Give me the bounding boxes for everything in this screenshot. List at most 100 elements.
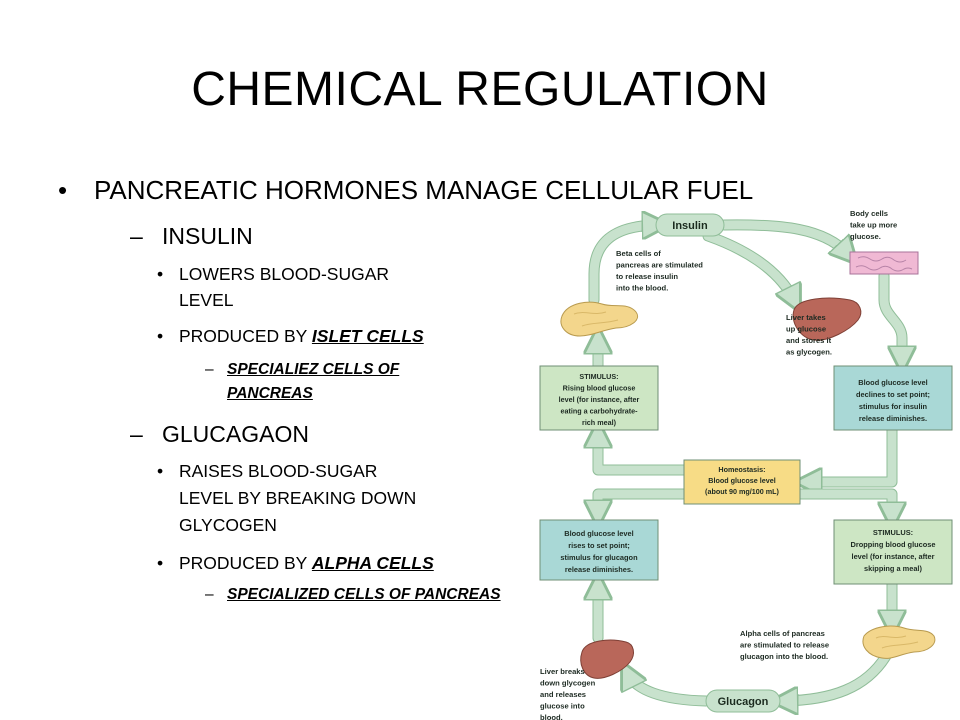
glucose-feedback-diagram: Insulin Glucagon bbox=[539, 209, 953, 720]
bullet-dot-l3: • bbox=[157, 461, 164, 481]
stimulus-rising-text: STIMULUS: Rising blood glucose level (for … bbox=[559, 372, 640, 427]
pancreas-icon bbox=[862, 625, 936, 659]
liver-breaks-text-line: glucose into bbox=[540, 702, 585, 711]
outline-l1-text: PANCREATIC HORMONES MANAGE CELLULAR FUEL bbox=[94, 175, 754, 205]
arrow-declines-to-homeo-edge bbox=[802, 424, 898, 488]
liver-breaks-text-line: Liver breaks bbox=[540, 667, 585, 676]
bullet-dot-l3: • bbox=[157, 326, 164, 346]
liver-takes-text-line: up glucose bbox=[786, 325, 826, 334]
insulin-bullet1-line2: LEVEL bbox=[179, 290, 234, 310]
arrow-pancreas-to-insulin bbox=[589, 225, 656, 305]
liver-takes-text-line: as glycogen. bbox=[786, 348, 832, 357]
beta-cells-text-line: pancreas are stimulated bbox=[616, 261, 703, 270]
glucagon-bullet1-line2: LEVEL BY BREAKING DOWN bbox=[179, 488, 417, 508]
arrow-homeo-to-rising bbox=[598, 434, 689, 475]
dash-insulin: – bbox=[130, 223, 143, 249]
insulin-label-pill: Insulin bbox=[655, 213, 725, 237]
alpha-cells-text-line: glucagon into the blood. bbox=[740, 652, 828, 661]
liver-breaks-text-line: down glycogen bbox=[540, 679, 596, 688]
alpha-cells-link[interactable]: ALPHA CELLS bbox=[311, 553, 434, 573]
bullet-dot-l1: • bbox=[58, 175, 68, 205]
glucagon-bullet1-line3: GLYCOGEN bbox=[179, 515, 277, 535]
rises-text-line: rises to set point; bbox=[568, 541, 630, 550]
diagram-text-blocks: Beta cells of pancreas are stimulated to r… bbox=[540, 209, 936, 720]
rises-text: Blood glucose level rises to set point; st… bbox=[560, 529, 638, 574]
insulin-label: Insulin bbox=[672, 220, 708, 232]
rises-box bbox=[539, 519, 659, 581]
body-cells-text-line: take up more bbox=[850, 221, 897, 230]
glucagon-bullet2-prefix: PRODUCED BY bbox=[179, 553, 312, 573]
body-cells-text: Body cells take up more glucose. bbox=[850, 209, 897, 241]
beta-cells-text-line: to release insulin bbox=[616, 272, 678, 281]
homeostasis-text-line: Homeostasis: bbox=[718, 465, 765, 474]
islet-cells-link[interactable]: ISLET CELLS bbox=[311, 326, 424, 346]
glucagon-label-pill: Glucagon bbox=[705, 689, 781, 713]
body-cells-icon bbox=[849, 251, 919, 275]
stimulus-rising-text-line: level (for instance, after bbox=[559, 395, 640, 404]
stimulus-dropping-text-line: skipping a meal) bbox=[864, 564, 922, 573]
liver-breaks-text: Liver breaks down glycogen and releases glu… bbox=[540, 667, 596, 720]
stimulus-rising-text-line: Rising blood glucose bbox=[563, 384, 636, 393]
insulin-bullet2: PRODUCED BY ISLET CELLS bbox=[179, 324, 424, 348]
arrow-glucagon-to-liver bbox=[628, 674, 711, 706]
insulin-bullet1-line1: LOWERS BLOOD-SUGAR bbox=[179, 264, 390, 284]
pancreas-icon bbox=[560, 301, 638, 337]
rises-text-line: stimulus for glucagon bbox=[560, 553, 638, 562]
bullet-dot-l3: • bbox=[157, 553, 164, 573]
stimulus-dropping-text-line: STIMULUS: bbox=[873, 528, 913, 537]
arrow-insulin-to-liver bbox=[703, 231, 794, 300]
stimulus-rising-text-line: rich meal) bbox=[582, 418, 617, 427]
rises-text-line: Blood glucose level bbox=[564, 529, 633, 538]
dash-glucagon: – bbox=[130, 421, 143, 447]
declines-text-line: Blood glucose level bbox=[858, 378, 927, 387]
liver-takes-text-line: Liver takes bbox=[786, 313, 826, 322]
declines-text-line: release diminishes. bbox=[859, 414, 927, 423]
homeostasis-box bbox=[683, 459, 801, 505]
glucagon-sub[interactable]: SPECIALIZED CELLS OF PANCREAS bbox=[227, 586, 501, 603]
arrow-homeo-to-rising-edge bbox=[592, 428, 690, 476]
glucagon-bullet1-line1: RAISES BLOOD-SUGAR bbox=[179, 461, 378, 481]
arrow-homeo-to-dropping bbox=[795, 489, 892, 516]
alpha-cells-text-line: Alpha cells of pancreas bbox=[740, 629, 825, 638]
declines-text-line: declines to set point; bbox=[856, 390, 930, 399]
liver-icon bbox=[580, 639, 634, 679]
outline-glucagon: GLUCAGAON bbox=[162, 421, 309, 447]
stimulus-rising-text-line: STIMULUS: bbox=[579, 372, 618, 381]
liver-breaks-text-line: blood. bbox=[540, 713, 563, 720]
beta-cells-text-line: Beta cells of bbox=[616, 249, 661, 258]
glucagon-label: Glucagon bbox=[718, 696, 769, 708]
insulin-sub-line2[interactable]: PANCREAS bbox=[227, 385, 313, 402]
arrow-insulin-to-body bbox=[719, 220, 848, 254]
stimulus-dropping-text: STIMULUS: Dropping blood glucose level (fo… bbox=[851, 528, 936, 573]
liver-breaks-text-line: and releases bbox=[540, 690, 586, 699]
cycle-arrows bbox=[594, 225, 902, 701]
rises-text-line: release diminishes. bbox=[565, 565, 633, 574]
stimulus-dropping-text-line: Dropping blood glucose bbox=[851, 540, 936, 549]
homeostasis-text-line: Blood glucose level bbox=[708, 476, 776, 485]
body-cells-text-line: Body cells bbox=[850, 209, 888, 218]
beta-cells-text: Beta cells of pancreas are stimulated to r… bbox=[616, 249, 703, 293]
outline-insulin: INSULIN bbox=[162, 223, 253, 249]
homeostasis-text: Homeostasis: Blood glucose level (about 90… bbox=[705, 465, 779, 496]
liver-icon bbox=[792, 297, 862, 341]
arrow-homeo-to-rises bbox=[598, 489, 689, 514]
slide-title: CHEMICAL REGULATION bbox=[191, 63, 769, 116]
insulin-bullet2-prefix: PRODUCED BY bbox=[179, 326, 312, 346]
beta-cells-text-line: into the blood. bbox=[616, 284, 668, 293]
body-cells-text-line: glucose. bbox=[850, 232, 881, 241]
declines-box bbox=[833, 365, 953, 431]
alpha-cells-text: Alpha cells of pancreas are stimulated to… bbox=[740, 629, 829, 661]
insulin-sub-line1[interactable]: SPECIALIEZ CELLS OF bbox=[227, 361, 400, 378]
declines-text: Blood glucose level declines to set point… bbox=[856, 378, 930, 423]
arrow-declines-to-homeo bbox=[808, 425, 897, 482]
stimulus-dropping-text-line: level (for instance, after bbox=[852, 552, 935, 561]
alpha-cells-text-line: are stimulated to release bbox=[740, 641, 829, 650]
homeostasis-text-line: (about 90 mg/100 mL) bbox=[705, 487, 779, 496]
arrow-pancreas-to-glucagon bbox=[784, 651, 891, 701]
declines-text-line: stimulus for insulin bbox=[859, 402, 928, 411]
stimulus-rising-text-line: eating a carbohydrate- bbox=[560, 407, 638, 416]
stimulus-rising-box bbox=[539, 365, 659, 431]
dash-l4: – bbox=[205, 361, 214, 378]
